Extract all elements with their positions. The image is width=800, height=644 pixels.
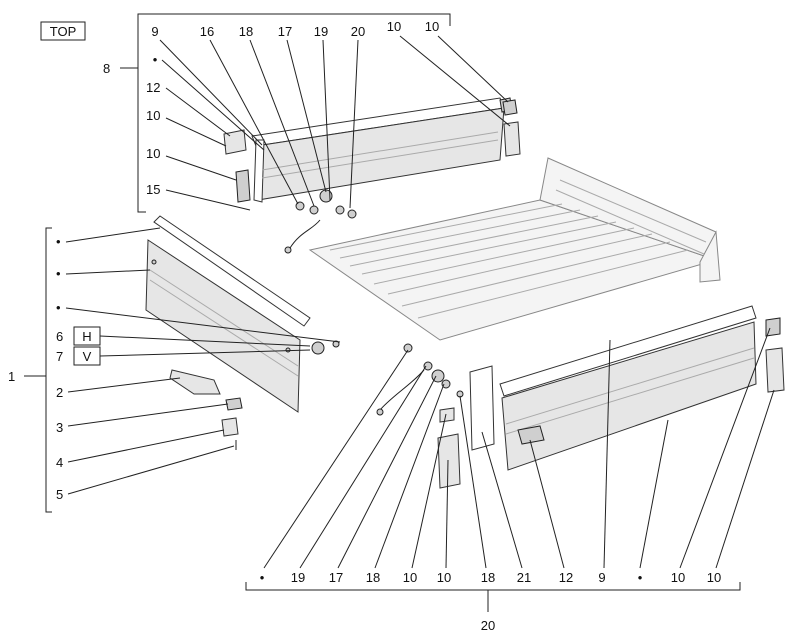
group-8-bracket: 8 xyxy=(103,13,451,213)
group-20-callouts: • 19 17 18 10 10 18 21 12 9 • 10 10 xyxy=(260,327,775,585)
svg-text:12: 12 xyxy=(559,570,573,585)
side-latch-parts xyxy=(169,340,340,450)
svg-text:21: 21 xyxy=(517,570,531,585)
svg-text:H: H xyxy=(82,329,91,344)
svg-text:•: • xyxy=(260,570,265,585)
group-20-bracket: 20 xyxy=(245,582,741,633)
svg-text:•: • xyxy=(153,52,158,67)
svg-text:1: 1 xyxy=(8,369,15,384)
svg-text:20: 20 xyxy=(351,24,365,39)
group-8-callouts: 9 16 18 17 19 20 10 10 • 12 10 10 15 xyxy=(146,19,511,211)
upper-cable-and-bolts xyxy=(284,189,357,254)
svg-text:17: 17 xyxy=(329,570,343,585)
svg-text:4: 4 xyxy=(56,455,63,470)
rear-hardware xyxy=(376,317,785,489)
svg-text:8: 8 xyxy=(103,61,110,76)
svg-text:18: 18 xyxy=(239,24,253,39)
svg-text:18: 18 xyxy=(481,570,495,585)
svg-text:•: • xyxy=(638,570,643,585)
svg-text:•: • xyxy=(56,300,61,315)
svg-text:TOP: TOP xyxy=(50,24,77,39)
svg-text:10: 10 xyxy=(671,570,685,585)
svg-text:20: 20 xyxy=(481,618,495,633)
svg-text:2: 2 xyxy=(56,385,63,400)
upper-tailgate-panel xyxy=(251,97,513,203)
svg-text:19: 19 xyxy=(291,570,305,585)
svg-text:7: 7 xyxy=(56,349,63,364)
svg-text:10: 10 xyxy=(403,570,417,585)
svg-text:15: 15 xyxy=(146,182,160,197)
svg-text:3: 3 xyxy=(56,420,63,435)
upper-hinge-right xyxy=(502,99,521,157)
svg-text:•: • xyxy=(56,234,61,249)
svg-text:10: 10 xyxy=(425,19,439,34)
rear-side-panel xyxy=(469,305,757,471)
svg-text:12: 12 xyxy=(146,80,160,95)
svg-text:V: V xyxy=(83,349,92,364)
truck-bed xyxy=(308,157,721,341)
svg-text:9: 9 xyxy=(151,24,158,39)
svg-text:10: 10 xyxy=(146,108,160,123)
top-view-label: TOP xyxy=(40,21,86,41)
svg-text:10: 10 xyxy=(437,570,451,585)
svg-text:10: 10 xyxy=(146,146,160,161)
svg-text:10: 10 xyxy=(387,19,401,34)
svg-text:16: 16 xyxy=(200,24,214,39)
side-tailgate-panel xyxy=(145,215,311,413)
svg-text:•: • xyxy=(56,266,61,281)
svg-text:6: 6 xyxy=(56,329,63,344)
upper-hinge-left xyxy=(223,129,251,203)
svg-text:10: 10 xyxy=(707,570,721,585)
svg-text:9: 9 xyxy=(598,570,605,585)
group-1-bracket: 1 xyxy=(8,227,52,513)
svg-text:19: 19 xyxy=(314,24,328,39)
svg-text:18: 18 xyxy=(366,570,380,585)
group-1-callouts: • • • 6 H 7 V 2 3 4 5 xyxy=(56,227,341,502)
svg-text:17: 17 xyxy=(278,24,292,39)
svg-text:5: 5 xyxy=(56,487,63,502)
